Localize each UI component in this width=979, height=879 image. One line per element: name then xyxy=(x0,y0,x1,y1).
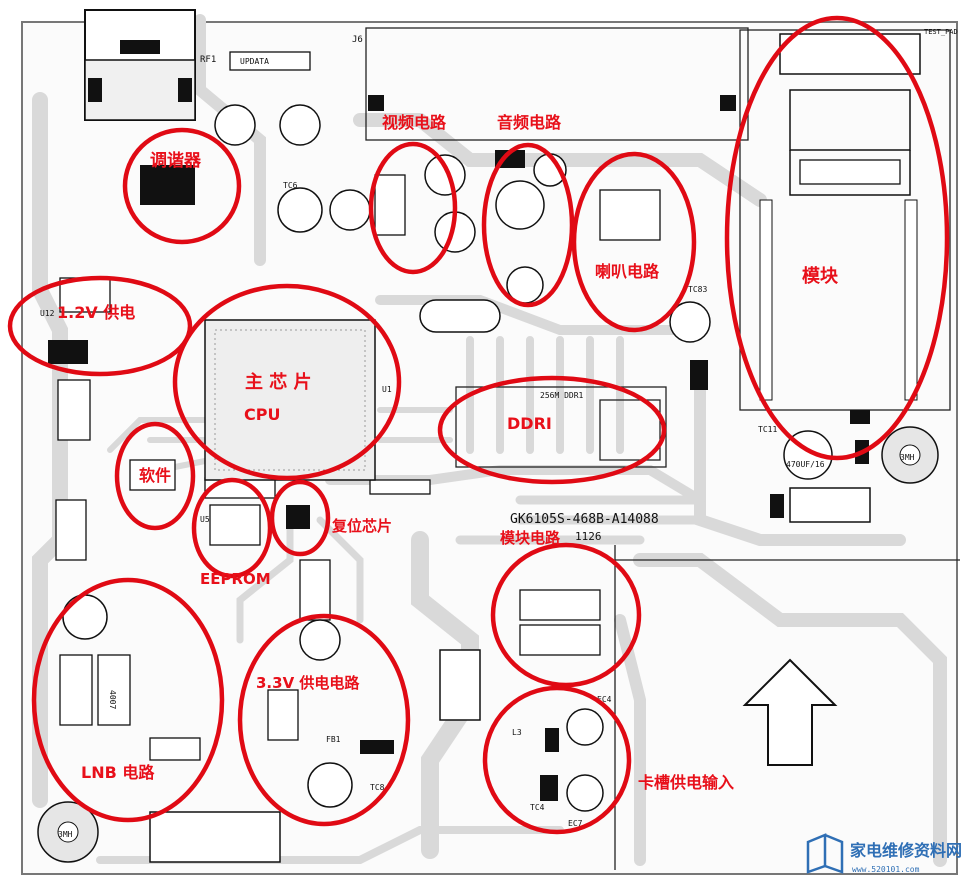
ring-software xyxy=(114,421,196,531)
label-1v2: 1.2V 供电 xyxy=(57,303,135,322)
silk-part-number-2: 1126 xyxy=(575,530,602,543)
label-lnb: LNB 电路 xyxy=(81,763,155,782)
ring-module-circuit xyxy=(490,542,642,688)
watermark-brand: 家电维修资料网 xyxy=(850,841,962,860)
silk-tc6: TC6 xyxy=(283,181,298,190)
crystal xyxy=(419,299,501,333)
direction-arrow xyxy=(742,658,838,766)
silk-u5: U5 xyxy=(200,515,210,524)
silk-u12: U12 xyxy=(40,309,55,318)
label-main-chip: 主 芯 片 xyxy=(245,371,312,393)
label-module: 模块 xyxy=(802,265,839,287)
silk-ec4: EC4 xyxy=(597,695,612,704)
label-video: 视频电路 xyxy=(382,113,447,132)
silk-ddr-chip: 256M DDR1 xyxy=(540,391,584,400)
silk-u1: U1 xyxy=(382,385,392,394)
ring-audio xyxy=(481,142,575,308)
ddr-chip: 256M DDR1 xyxy=(540,391,584,400)
silk-part-number: GK6105S-468B-A14088 xyxy=(510,512,659,527)
ring-ddr xyxy=(437,375,667,485)
annotation-rings xyxy=(7,15,950,835)
silk-hole-left: 3MH xyxy=(58,830,73,839)
label-eeprom: EEPROM xyxy=(200,570,271,588)
label-software: 软件 xyxy=(139,466,171,485)
silk-test-pad: TEST_PAD xyxy=(924,28,958,36)
ring-reset xyxy=(269,479,331,557)
silk-update: UPDATA xyxy=(240,57,269,66)
silk-l3: L3 xyxy=(512,728,522,737)
ring-lnb xyxy=(31,577,225,823)
label-cpu: CPU xyxy=(244,405,280,424)
ring-1v2 xyxy=(7,275,193,377)
watermark-site: www.520101.com xyxy=(852,865,920,874)
mounting-holes: 3MH 3MH xyxy=(37,426,939,863)
ring-card-power xyxy=(482,685,632,835)
label-speaker: 喇叭电路 xyxy=(595,262,660,281)
silk-tc4: TC4 xyxy=(530,803,545,812)
label-3v3: 3.3V 供电电路 xyxy=(256,674,360,692)
silk-ec7: EC7 xyxy=(568,819,583,828)
electrolytic-capacitors: 470UF/16 TC83 TC11 TC6 TC8 EC4 EC7 xyxy=(62,104,833,828)
ring-speaker xyxy=(571,151,697,333)
ring-module xyxy=(724,15,950,461)
main-chip-u1: U1 xyxy=(204,319,392,481)
ring-video xyxy=(368,141,458,275)
watermark: 家电维修资料网 www.520101.com xyxy=(806,833,962,874)
silk-tc83: TC83 xyxy=(688,285,707,294)
power-connector: RF1 xyxy=(84,9,216,121)
ring-eeprom xyxy=(191,477,273,579)
silk-rf: RF1 xyxy=(200,55,216,65)
ring-3v3 xyxy=(237,613,411,827)
label-audio: 音频电路 xyxy=(497,113,562,132)
ring-cpu xyxy=(172,283,402,481)
silk-d25: 4007 xyxy=(108,690,117,709)
label-ddr: DDRI xyxy=(507,414,552,433)
annotation-labels: 调谐器 视频电路 音频电路 喇叭电路 模块 1.2V 供电 主 芯 片 CPU … xyxy=(57,113,839,792)
connector-j6: J6 UPDATA xyxy=(229,35,736,111)
silk-cap-470: 470UF/16 xyxy=(786,460,825,469)
silk-fb1: FB1 xyxy=(326,735,341,744)
silk-j6: J6 xyxy=(352,35,363,45)
label-reset: 复位芯片 xyxy=(331,517,392,535)
label-module-circuit: 模块电路 xyxy=(500,529,561,547)
silk-hole-right: 3MH xyxy=(900,453,915,462)
ring-tuner xyxy=(122,127,242,245)
silk-tc8: TC8 xyxy=(370,783,385,792)
label-tuner: 调谐器 xyxy=(150,151,202,171)
silk-tc11: TC11 xyxy=(758,425,777,434)
label-card-power: 卡槽供电输入 xyxy=(638,773,734,792)
smd-components xyxy=(48,150,871,863)
